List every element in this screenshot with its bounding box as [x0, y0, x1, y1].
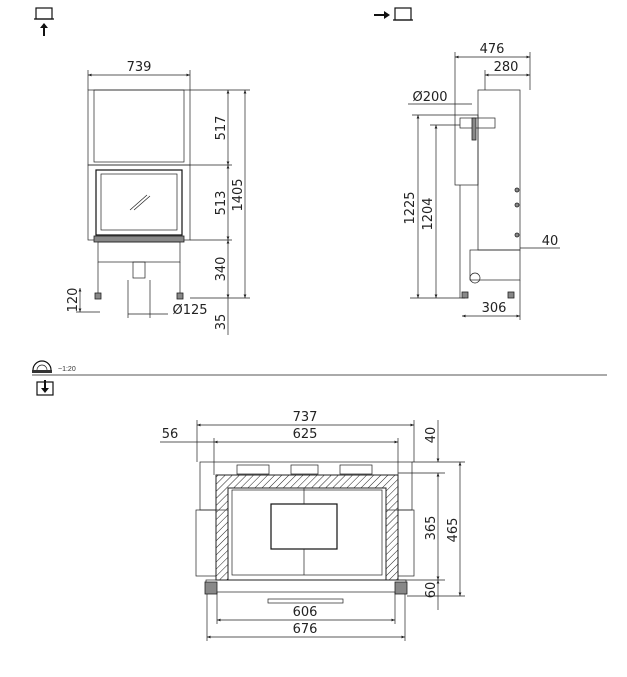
front-view-arrow-up-icon — [34, 7, 54, 36]
dim-plan-front-depth: 60 — [424, 582, 439, 599]
dim-side-base: 306 — [482, 301, 507, 316]
dim-side-offset: 40 — [542, 234, 559, 249]
dim-front-foot: 120 — [66, 288, 81, 313]
dim-side-flue: Ø200 — [412, 90, 447, 105]
dim-side-height-1: 1225 — [403, 191, 418, 224]
dim-side-height-2: 1204 — [421, 197, 436, 230]
dim-front-leg: 35 — [214, 314, 229, 331]
front-view: 739 517 513 1405 340 35 120 Ø125 — [66, 60, 250, 335]
dim-plan-side-offset: 56 — [162, 427, 179, 442]
dim-plan-depth-inner: 365 — [424, 516, 439, 541]
dim-front-base: 340 — [214, 257, 229, 282]
side-view-arrow-right-icon — [374, 7, 413, 21]
dim-plan-base-outer: 676 — [293, 622, 318, 637]
plan-view: 737 625 56 40 365 465 60 606 676 — [160, 410, 465, 641]
scale-label: ~1:20 — [58, 366, 76, 373]
dim-plan-base-inner: 606 — [293, 605, 318, 620]
dim-front-door: 513 — [214, 191, 229, 216]
dim-front-total: 1405 — [231, 178, 246, 211]
dim-plan-outer-width: 737 — [293, 410, 318, 425]
dim-front-top: 517 — [214, 116, 229, 141]
dim-front-width: 739 — [127, 60, 152, 75]
dim-side-depth: 476 — [480, 42, 505, 57]
dim-front-flue: Ø125 — [172, 303, 207, 318]
dim-plan-inner-width: 625 — [293, 427, 318, 442]
dim-plan-depth-total: 465 — [446, 518, 461, 543]
dim-plan-top-offset: 40 — [424, 427, 439, 444]
side-view: 476 280 Ø200 1225 1204 40 306 — [403, 42, 560, 320]
top-view-arrow-down-icon — [36, 380, 54, 396]
protractor-scale-icon — [32, 360, 52, 373]
dim-side-rear: 280 — [494, 60, 519, 75]
